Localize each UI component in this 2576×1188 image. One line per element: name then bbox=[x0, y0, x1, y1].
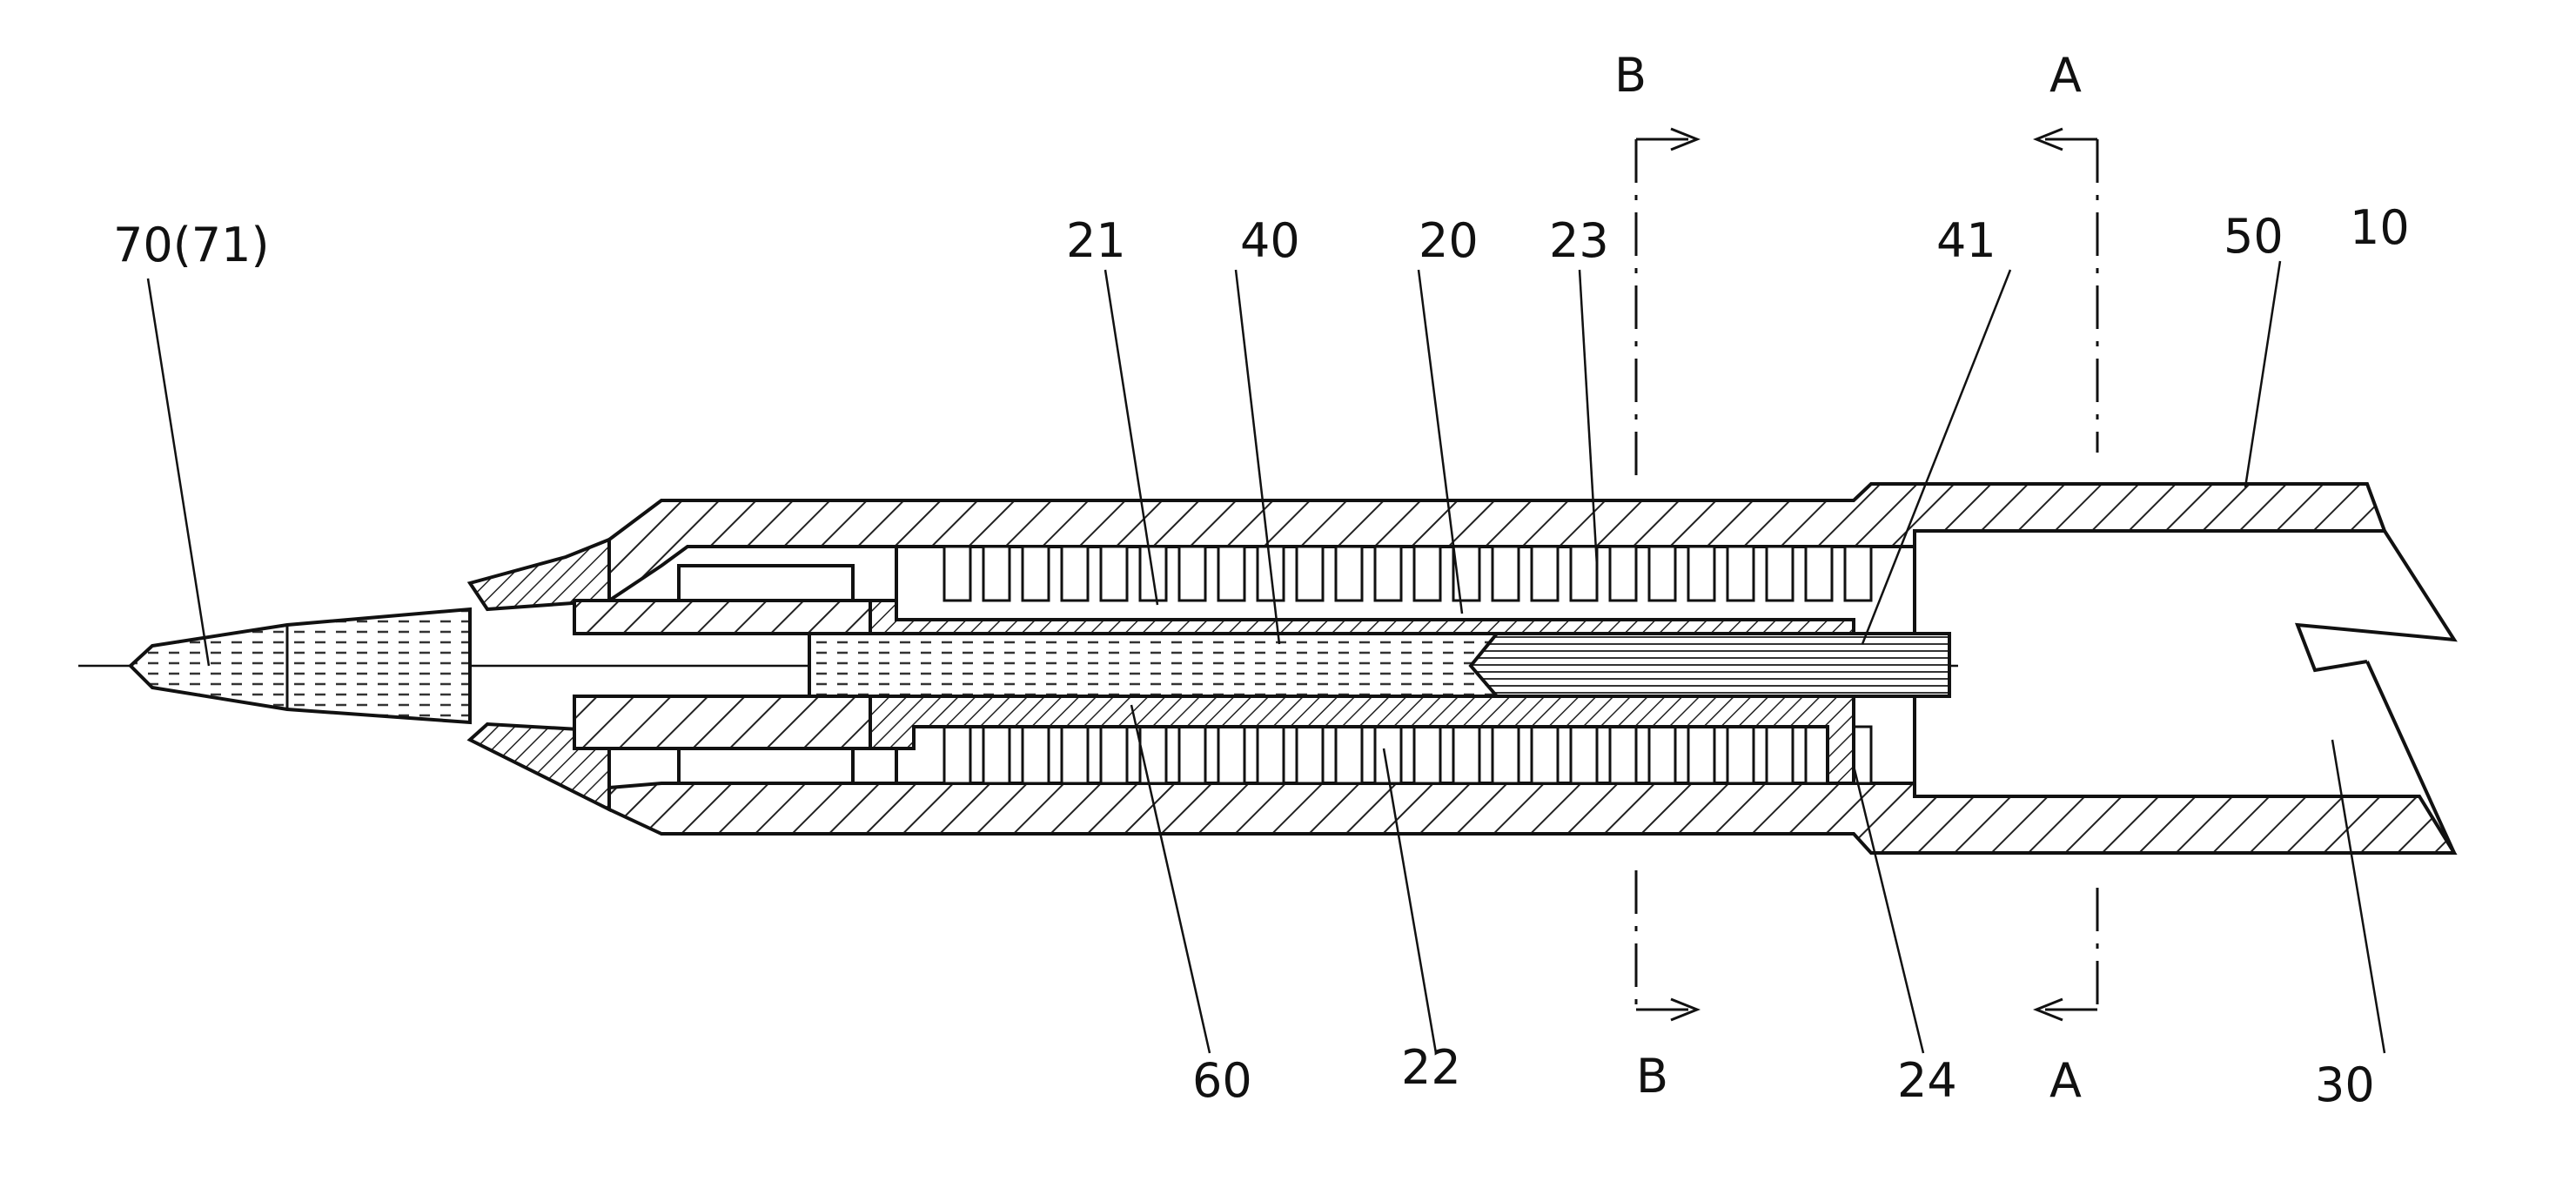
label-10: 10 bbox=[2350, 200, 2410, 255]
nose-sleeve-upper bbox=[679, 566, 853, 601]
barrel-lower-wall bbox=[609, 783, 2454, 853]
label-60: 60 bbox=[1192, 1053, 1252, 1108]
section-mark-b-top: B bbox=[1614, 48, 1647, 103]
section-mark-a-bottom: A bbox=[2049, 1053, 2082, 1108]
label-23: 23 bbox=[1549, 213, 1609, 268]
barrel-rear-end bbox=[2298, 531, 2454, 670]
label-22: 22 bbox=[1401, 1040, 1461, 1095]
nose-inner-holder-upper bbox=[574, 601, 870, 634]
section-line-a bbox=[2036, 129, 2097, 1020]
fiber-bundle-41 bbox=[1471, 634, 1949, 696]
label-20: 20 bbox=[1419, 213, 1479, 268]
label-70-71: 70(71) bbox=[113, 218, 270, 272]
label-40: 40 bbox=[1240, 213, 1300, 268]
nose-inner-holder-lower bbox=[574, 696, 870, 748]
writing-tip bbox=[131, 609, 470, 722]
label-41: 41 bbox=[1936, 213, 1996, 268]
section-mark-a-top: A bbox=[2049, 48, 2082, 103]
nose-sleeve-lower bbox=[679, 748, 853, 783]
label-24: 24 bbox=[1897, 1053, 1957, 1108]
label-21: 21 bbox=[1066, 213, 1126, 268]
label-30: 30 bbox=[2315, 1057, 2375, 1112]
section-mark-b-bottom: B bbox=[1636, 1049, 1668, 1104]
label-50: 50 bbox=[2224, 209, 2284, 264]
